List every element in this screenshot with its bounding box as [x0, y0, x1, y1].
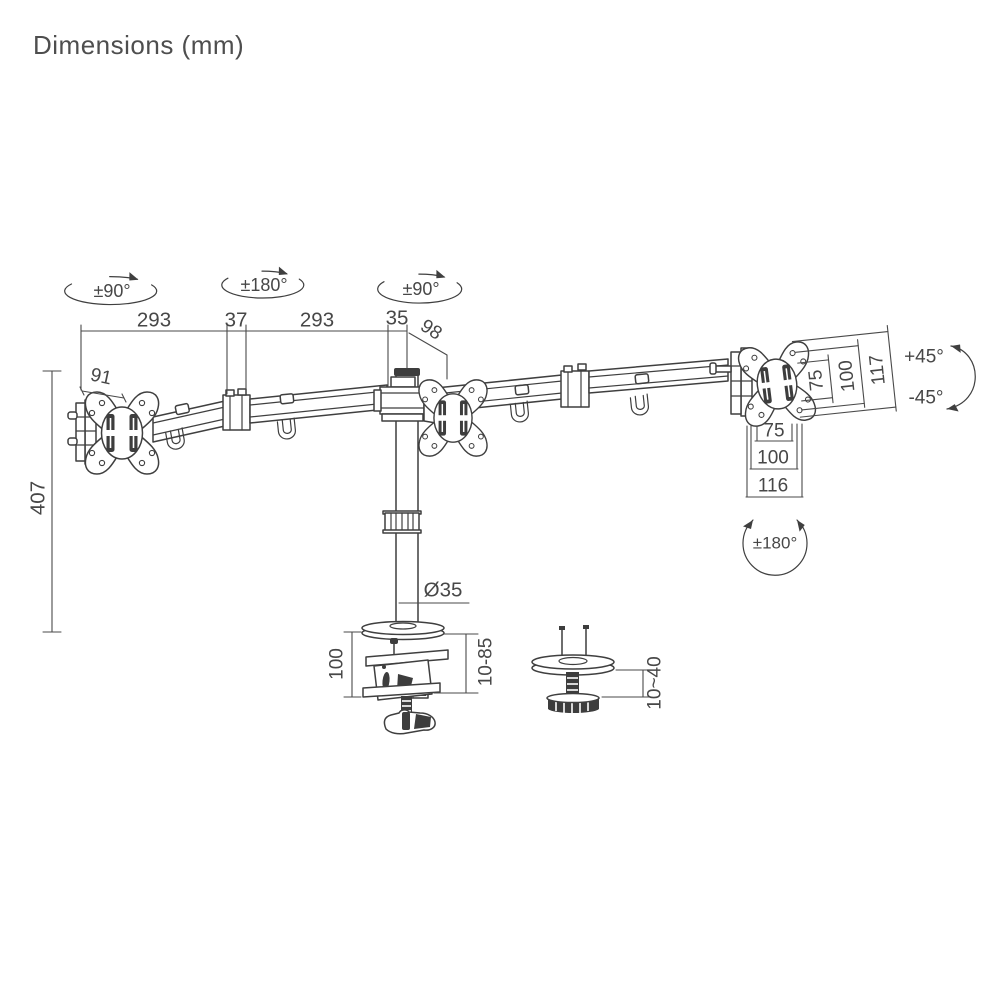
label-arm-joint-rotation: ±180°: [240, 275, 287, 295]
cable-clip: [634, 372, 650, 385]
dim-right-arm: 293: [300, 309, 334, 332]
dim-head-width: 116: [758, 476, 788, 497]
dim-vesa-height-max: 100: [835, 359, 859, 393]
grommet-top-disc: [531, 654, 615, 670]
clamp-dimensions: 100 10-85: [327, 631, 497, 698]
plate-offset-dimension: 91: [79, 365, 127, 403]
dim-clamp-height: 100: [327, 648, 348, 680]
dim-pole-offset: 35: [386, 307, 409, 330]
dim-pole-diameter: Ø35: [424, 579, 463, 602]
clamp-jaw: [362, 682, 441, 698]
cable-hook: [276, 417, 297, 441]
dim-vesa-width-max: 100: [757, 448, 789, 469]
dim-left-arm: 293: [137, 309, 171, 332]
dim-vesa-height-min: 75: [805, 369, 828, 392]
right-arm-joint: [560, 363, 590, 408]
dim-joint: 37: [225, 309, 248, 332]
top-dimension-chain: 293 37 293 35 98: [80, 307, 448, 395]
label-left-monitor-swivel: ±90°: [93, 281, 130, 301]
page-title: Dimensions (mm): [33, 30, 245, 60]
dim-grommet-desk-range: 10~40: [645, 656, 666, 709]
left-arm-joint: [222, 388, 251, 431]
dim-plate-offset: 91: [88, 365, 113, 390]
grommet-mount: [531, 625, 615, 714]
cable-hook: [629, 393, 650, 417]
cable-clip: [174, 402, 191, 416]
grommet-dimension: 10~40: [601, 656, 666, 710]
label-center-monitor-swivel: ±90°: [402, 279, 439, 299]
cable-clip: [514, 383, 530, 396]
clamp-base-disc: [361, 620, 445, 636]
pole-cap: [394, 368, 420, 376]
label-tilt-down: -45°: [908, 388, 943, 409]
left-arm: [152, 384, 388, 452]
label-monitor-rotation: ±180°: [753, 534, 798, 553]
rotation-marks: ±90° ±180° ±90° +45° -45° ±180°: [64, 266, 976, 576]
dim-vesa-width-min: 75: [763, 421, 784, 442]
cable-clip: [279, 392, 295, 405]
pole-collar: [382, 510, 422, 534]
label-tilt-up: +45°: [904, 347, 944, 368]
right-vertical-dimensions: 75 100 117: [791, 325, 897, 418]
left-monitor-plate: [67, 391, 160, 475]
desk-clamp: [361, 620, 449, 735]
right-monitor-plate: [709, 339, 818, 429]
dim-head-height: 117: [866, 354, 890, 386]
dim-pole-height: 407: [27, 481, 50, 515]
pole-height-dimension: 407: [27, 370, 62, 633]
right-horizontal-dimensions: 75 100 116: [745, 421, 804, 498]
pole-diameter-dimension: Ø35: [398, 579, 470, 604]
dim-clamp-desk-range: 10-85: [476, 638, 497, 687]
